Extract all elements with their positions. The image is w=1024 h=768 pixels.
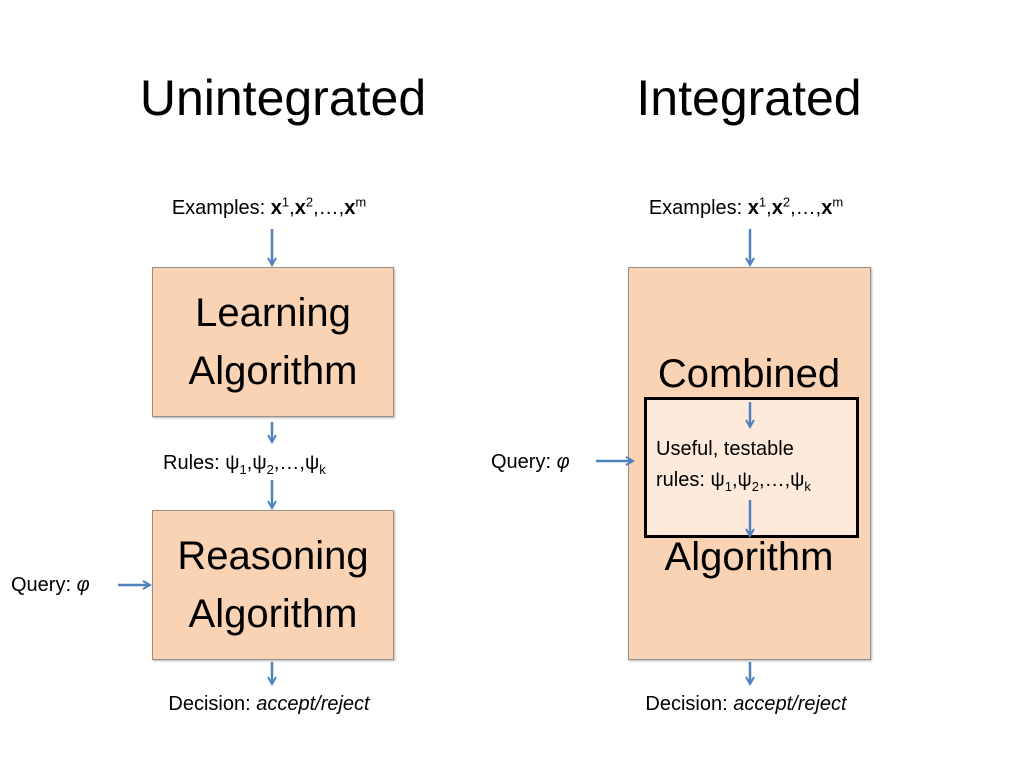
useful-rules-line2: rules: ψ1,ψ2,…,ψk (656, 469, 811, 494)
right-examples-label: Examples: x1,x2,…,xm (648, 194, 844, 219)
reasoning-algorithm-line1: Reasoning (177, 534, 369, 578)
left-query-label: Query: φ (11, 574, 90, 596)
useful-rules-line1: Useful, testable (656, 438, 794, 460)
title-unintegrated: Unintegrated (139, 70, 427, 126)
combined-algorithm-line2: Algorithm (664, 535, 834, 579)
right-decision-label: Decision: accept/reject (645, 693, 847, 715)
left-examples-label: Examples: x1,x2,…,xm (171, 194, 367, 219)
learning-algorithm-line1: Learning (195, 291, 351, 335)
reasoning-algorithm-line2: Algorithm (188, 592, 358, 636)
learning-algorithm-line2: Algorithm (188, 349, 358, 393)
left-rules-label: Rules: ψ1,ψ2,…,ψk (163, 452, 326, 477)
combined-algorithm-line1: Combined (657, 352, 841, 396)
left-decision-label: Decision: accept/reject (168, 693, 370, 715)
title-integrated: Integrated (636, 70, 862, 126)
right-query-label: Query: φ (491, 451, 570, 473)
